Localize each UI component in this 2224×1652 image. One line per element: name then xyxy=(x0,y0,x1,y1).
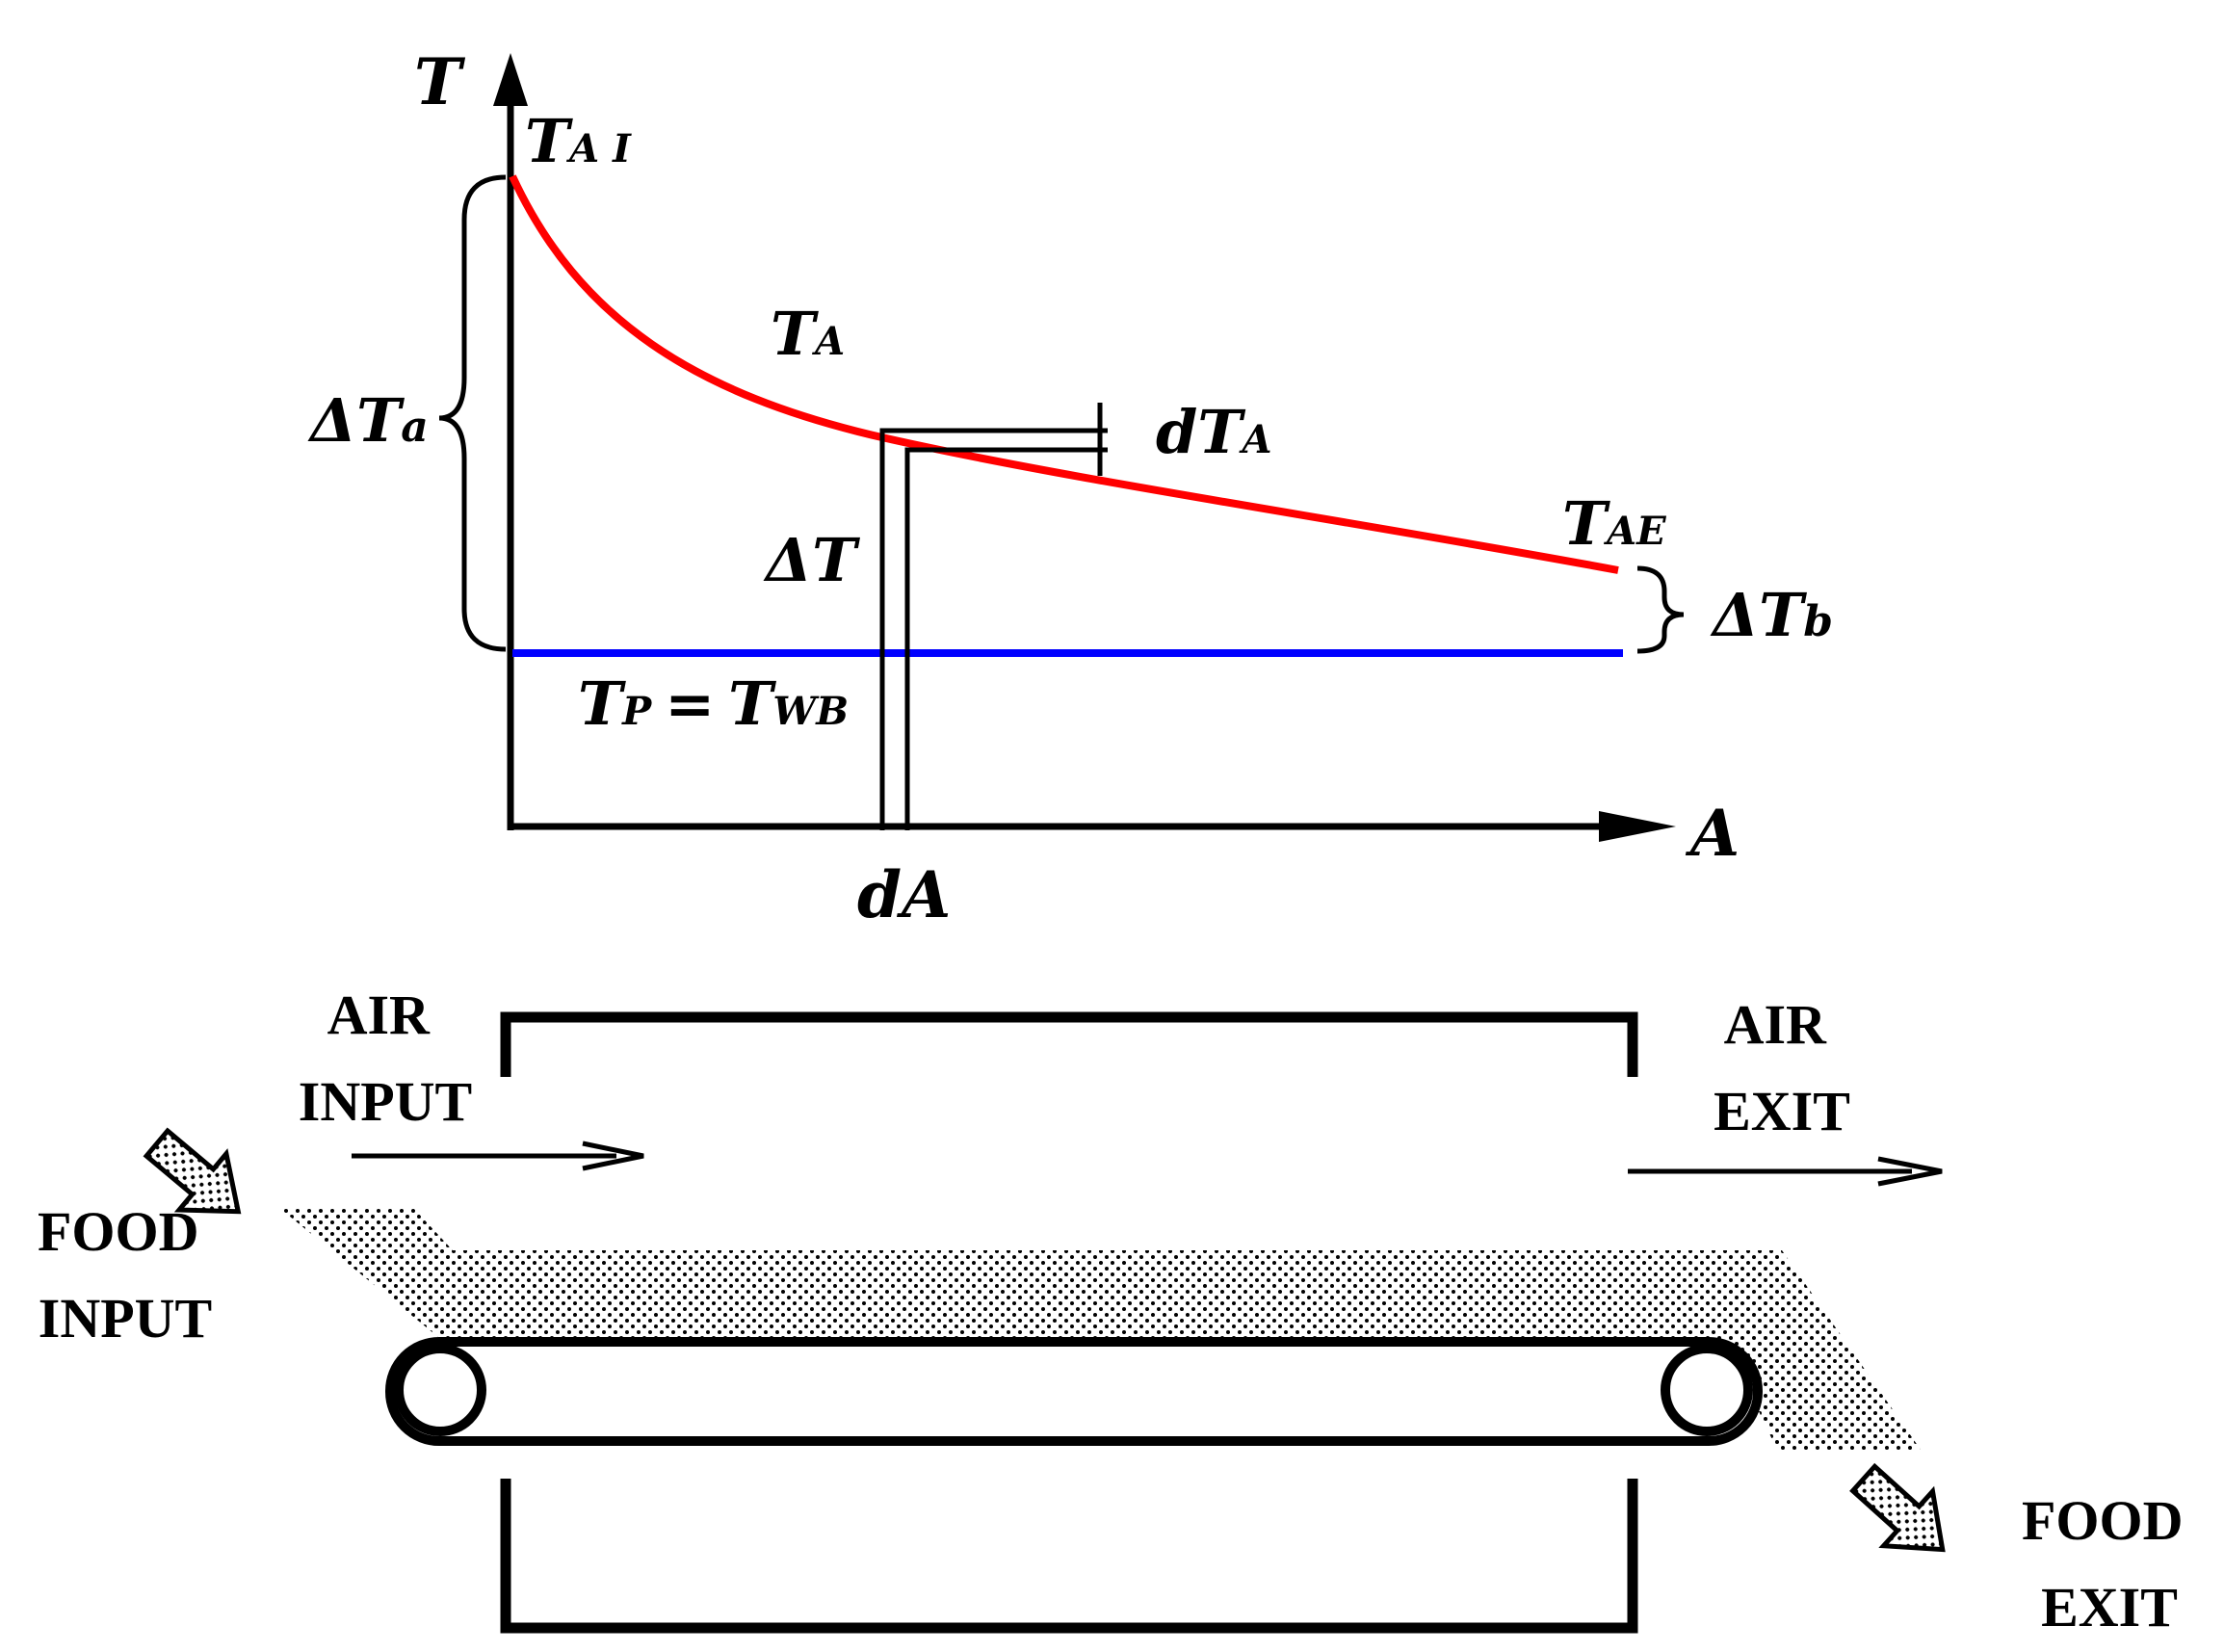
food-exit-label: FOOD EXIT xyxy=(2022,1489,2197,1639)
x-axis-label: A xyxy=(1685,796,1740,871)
label-delta-t-a: ΔTa xyxy=(307,385,429,456)
air-input-arrow-icon xyxy=(582,1141,644,1171)
air-exit-arrow-icon xyxy=(1877,1156,1943,1187)
tunnel-dryer: AIR INPUT AIR EXIT FOOD INPUT FOOD EXIT xyxy=(38,983,2197,1639)
element-outline-left xyxy=(879,428,1108,830)
label-delta-t: ΔT xyxy=(763,525,860,595)
air-input-label: AIR INPUT xyxy=(299,983,472,1133)
food-layer xyxy=(284,1209,1921,1450)
label-d-a: dA xyxy=(857,857,951,932)
x-axis-arrow-icon xyxy=(1599,811,1676,842)
label-d-t-a: dTA xyxy=(1156,397,1272,467)
label-t-ai: TA I xyxy=(525,106,632,176)
duct-bottom xyxy=(500,1479,1638,1634)
food-input-label: FOOD INPUT xyxy=(38,1200,213,1350)
element-outline-right xyxy=(904,447,1108,830)
food-input-arrow-icon xyxy=(143,1127,242,1215)
delta-ta-brace xyxy=(438,174,507,652)
duct-top xyxy=(500,1011,1638,1077)
food-exit-arrow-icon xyxy=(1849,1462,1946,1553)
air-temperature-curve xyxy=(509,174,1619,574)
label-t-p-equals-t-wb: TP=TWB xyxy=(578,669,849,739)
label-t-a: TA xyxy=(771,299,845,369)
label-delta-t-b: ΔTb xyxy=(1710,580,1833,650)
conveyor-roller-left xyxy=(394,1344,486,1436)
air-exit-label: AIR EXIT xyxy=(1714,993,1850,1142)
label-t-ae: TAE xyxy=(1562,488,1666,559)
temperature-graph: T A TA I TA dTA TAE ΔTa ΔTb ΔT dA TP=TWB xyxy=(307,44,1833,932)
delta-tb-brace xyxy=(1636,565,1685,654)
conveyor-roller-right xyxy=(1661,1344,1753,1436)
conveyor-belt xyxy=(385,1337,1763,1446)
y-axis-label: T xyxy=(414,44,466,119)
y-axis-arrow-icon xyxy=(493,53,528,106)
